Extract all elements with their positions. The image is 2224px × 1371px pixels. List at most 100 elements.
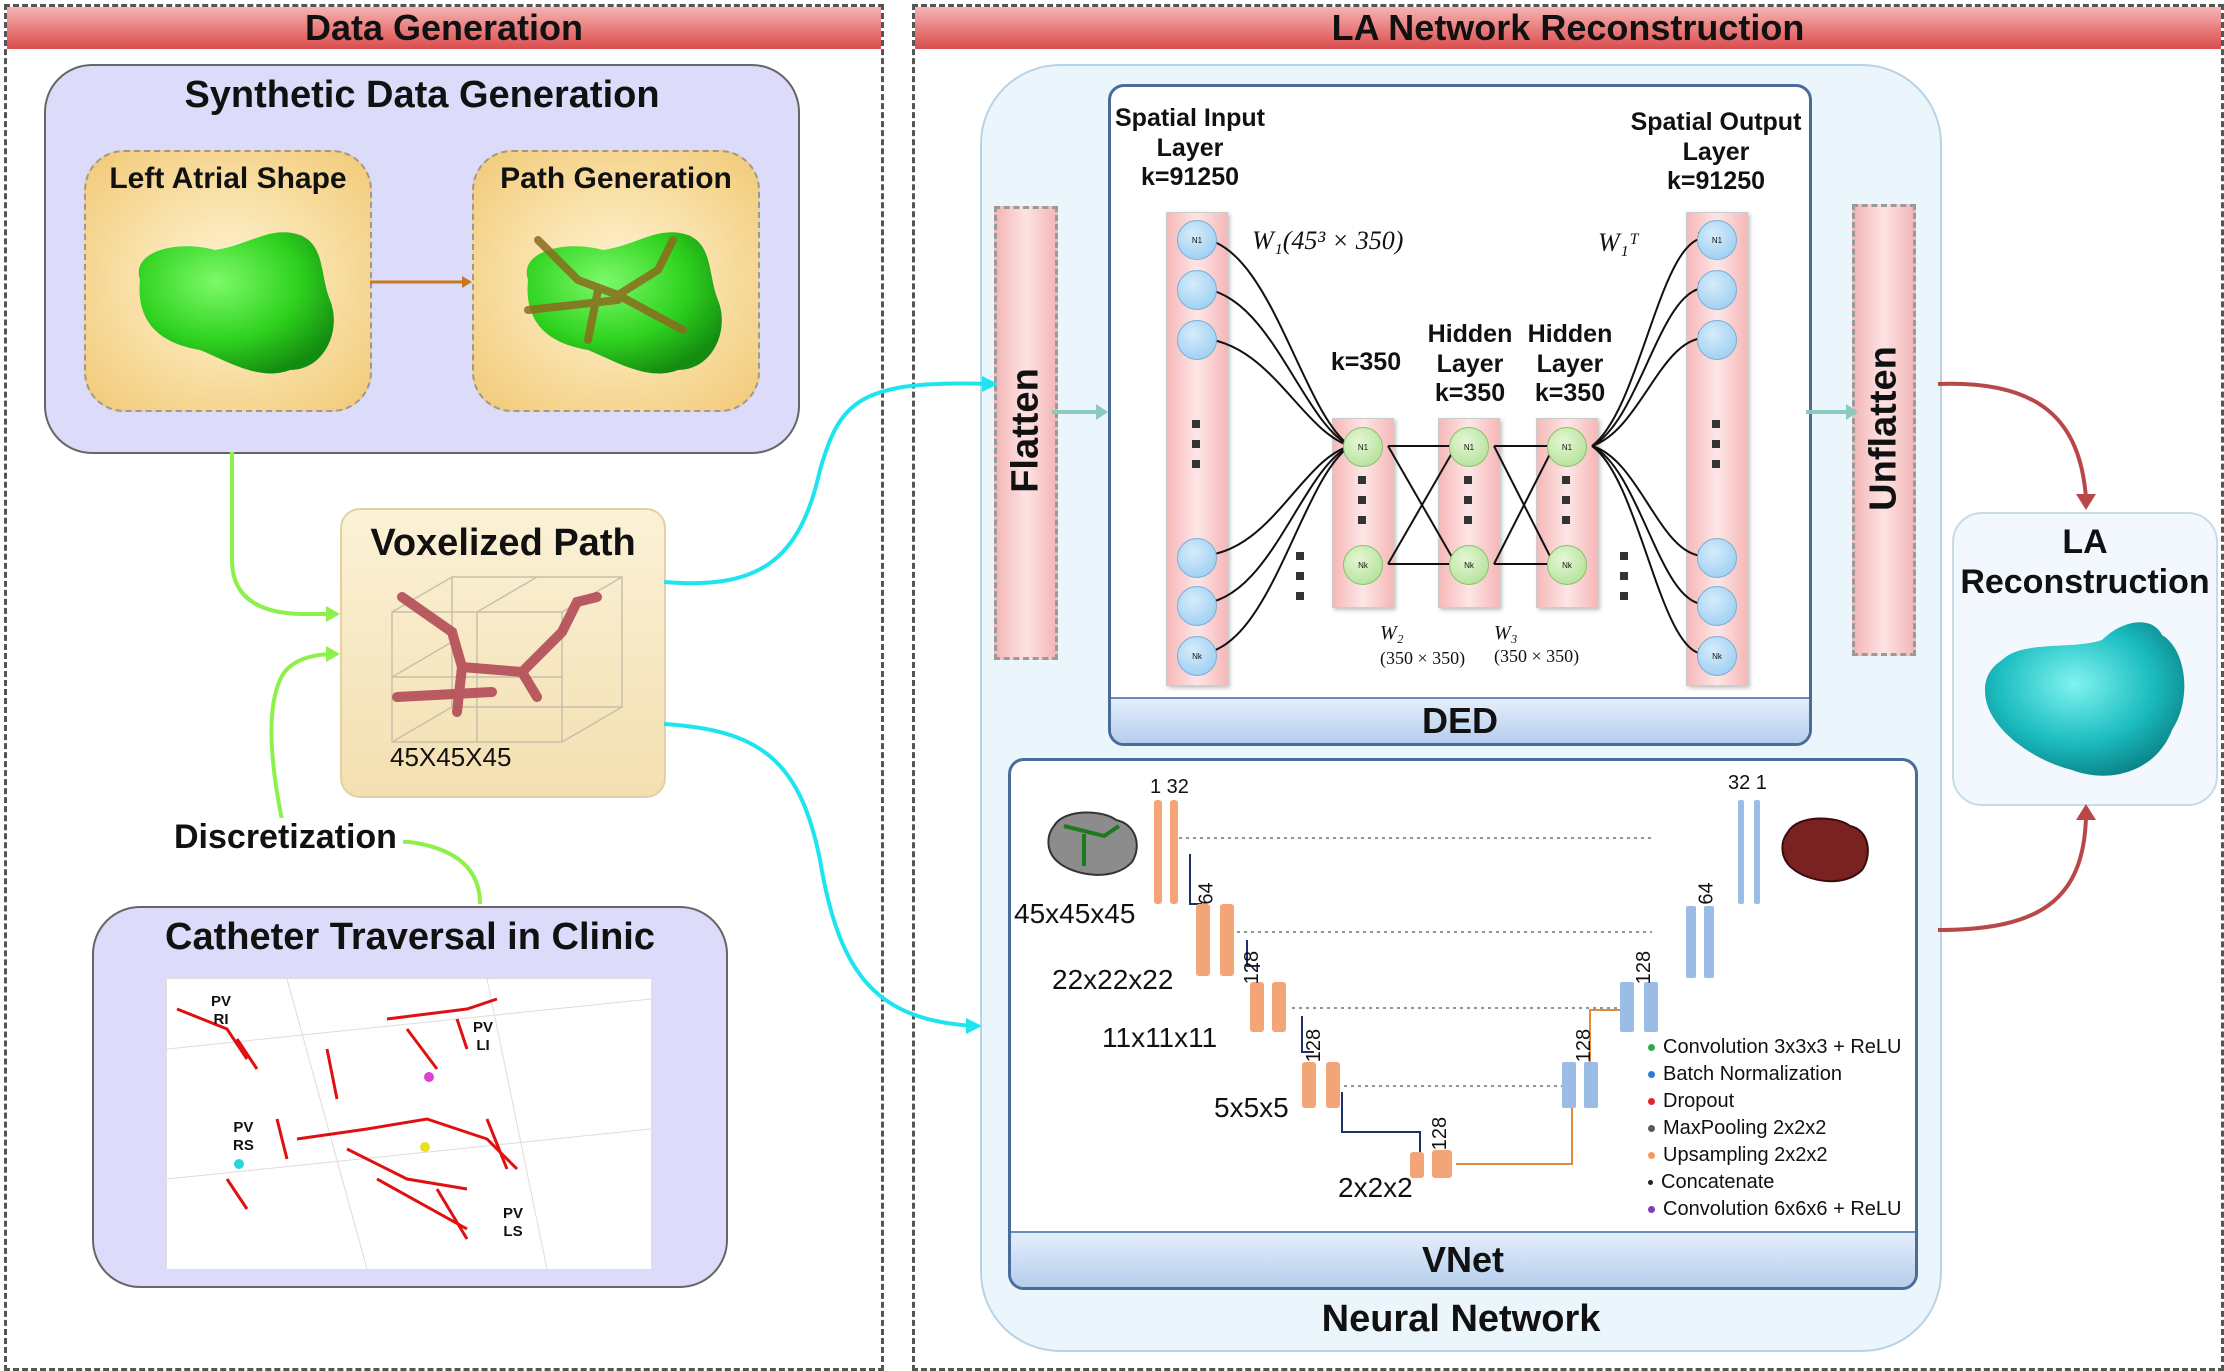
green-atrium-with-path	[524, 232, 722, 374]
neural-network-label: Neural Network	[1321, 1298, 1601, 1340]
legend-upsample-dot	[1648, 1152, 1655, 1159]
vnet-dec1-bar	[1754, 800, 1760, 904]
output-node	[1697, 320, 1737, 360]
catheter-points-plot	[166, 978, 652, 1270]
voxel-grid-cube	[391, 576, 623, 743]
shape-to-path-arrow	[370, 276, 472, 288]
vnet-res-2: 2x2x2	[1338, 1172, 1413, 1203]
legend-concat-dot	[1648, 1180, 1653, 1185]
input-node-last: Nk	[1177, 636, 1217, 676]
w2-weight-label: W₂	[1380, 622, 1404, 644]
unflatten-block: Unflatten	[1852, 204, 1916, 656]
vnet-input-mesh-icon	[1047, 811, 1138, 876]
input-ellipsis	[1192, 420, 1200, 480]
legend-conv3-dot	[1648, 1044, 1655, 1051]
w1-weight-label: W₁(45³ × 350)	[1252, 226, 1404, 255]
left-atrial-shape-label: Left Atrial Shape	[109, 162, 347, 195]
hidden1-node-last: Nk	[1449, 545, 1489, 585]
vnet-enc4-bar	[1302, 1062, 1316, 1108]
vnet-footer: VNet	[1011, 1231, 1915, 1287]
legend-batchnorm-dot	[1648, 1071, 1655, 1078]
vnet-enc4-bar	[1326, 1062, 1340, 1108]
vnet-bottom-bar	[1432, 1150, 1452, 1178]
synthetic-data-title: Synthetic Data Generation	[184, 74, 660, 116]
vnet-dec2-bar	[1686, 906, 1696, 978]
output-node	[1697, 538, 1737, 578]
left-fan-ellipsis	[1296, 552, 1304, 612]
w3-weight-label: W₃	[1494, 622, 1518, 644]
la-network-header: LA Network Reconstruction	[915, 7, 2221, 49]
legend-upsample: Upsampling 2x2x2	[1648, 1144, 1828, 1167]
vnet-bottom-bar	[1410, 1152, 1424, 1178]
input-node	[1177, 586, 1217, 626]
output-node-last: Nk	[1697, 636, 1737, 676]
voxel-size-label: 45X45X45	[390, 742, 512, 772]
input-node	[1177, 538, 1217, 578]
input-node	[1177, 270, 1217, 310]
legend-dropout-dot	[1648, 1098, 1655, 1105]
voxelized-path-box: Voxelized Path 45X45X45	[340, 508, 666, 798]
w3-dim-label: (350 × 350)	[1494, 646, 1580, 666]
path-generation-label: Path Generation	[500, 162, 732, 195]
vnet-top-left-channels: 1 32	[1150, 776, 1189, 798]
flatten-block: Flatten	[994, 206, 1058, 660]
vnet-enc3-bar	[1250, 982, 1264, 1032]
hidden2-node-last: Nk	[1547, 545, 1587, 585]
bottleneck-ellipsis	[1358, 476, 1366, 536]
hidden1-node-first: N1	[1449, 427, 1489, 467]
legend-conv3: Convolution 3x3x3 + ReLU	[1648, 1036, 1901, 1059]
vnet-dec2-bar	[1704, 906, 1714, 978]
legend-batchnorm: Batch Normalization	[1648, 1063, 1842, 1086]
green-connectors	[230, 452, 482, 905]
hidden1-ellipsis	[1464, 476, 1472, 536]
input-node-first: N1	[1177, 220, 1217, 260]
w1-transpose-label: W₁ᵀ	[1598, 228, 1639, 257]
vnet-output-mesh-icon	[1781, 817, 1869, 883]
right-fan-ellipsis	[1620, 552, 1628, 612]
left-atrial-shape-box: Left Atrial Shape	[84, 150, 372, 412]
vnet-res-22: 22x22x22	[1052, 964, 1174, 995]
green-atrium-shape	[138, 232, 334, 374]
discretization-label: Discretization	[168, 818, 403, 857]
output-node	[1697, 270, 1737, 310]
data-generation-header: Data Generation	[7, 7, 881, 49]
vnet-res-11: 11x11x11	[1102, 1022, 1218, 1053]
clinic-traversal-title: Catheter Traversal in Clinic	[165, 916, 655, 958]
path-generation-box: Path Generation	[472, 150, 760, 412]
legend-maxpool-dot	[1648, 1125, 1655, 1132]
output-ellipsis	[1712, 420, 1720, 480]
output-node-first: N1	[1697, 220, 1737, 260]
vnet-enc3-bar	[1272, 982, 1286, 1032]
vnet-diagram	[1172, 837, 1652, 1165]
ded-footer: DED	[1111, 697, 1809, 743]
vnet-top-right-channels: 32 1	[1728, 772, 1767, 794]
bottleneck-node-last: Nk	[1343, 545, 1383, 585]
vnet-enc2-bar	[1220, 904, 1234, 976]
vnet-dec3-bar	[1644, 982, 1658, 1032]
voxelized-path-title: Voxelized Path	[370, 522, 636, 564]
bottleneck-k-label: k=350	[1330, 348, 1402, 376]
vnet-enc1-bar	[1170, 800, 1178, 904]
vnet-dec3-bar	[1620, 982, 1634, 1032]
legend-conv6-dot	[1648, 1206, 1655, 1213]
vnet-dec4-bar	[1562, 1062, 1576, 1108]
w2-dim-label: (350 × 350)	[1380, 648, 1466, 668]
vnet-res-45: 45x45x45	[1014, 898, 1136, 929]
vnet-dec4-bar	[1584, 1062, 1598, 1108]
legend-dropout: Dropout	[1648, 1090, 1734, 1113]
vnet-res-5: 5x5x5	[1214, 1092, 1289, 1123]
bottleneck-node-first: N1	[1343, 427, 1383, 467]
data-generation-panel: Data Generation	[4, 4, 884, 1371]
